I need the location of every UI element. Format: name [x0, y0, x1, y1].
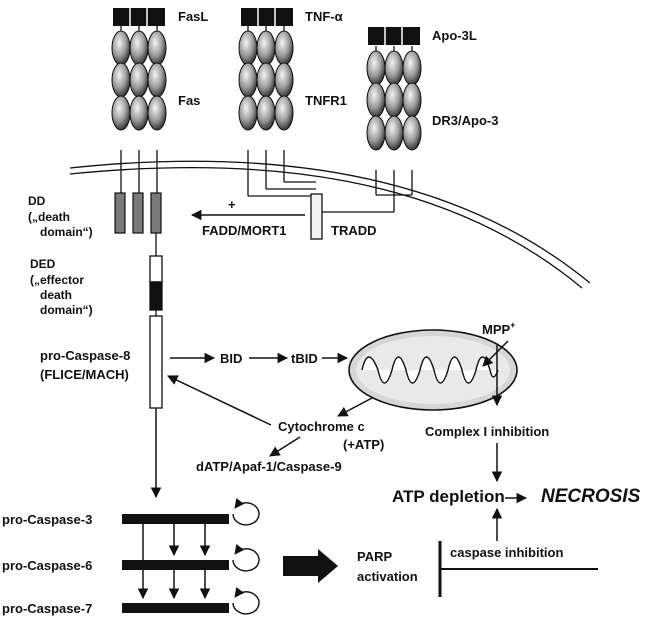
ded-label-line4: domain“) — [40, 303, 93, 317]
fasl-label: FasL — [178, 9, 208, 24]
tnfr1-receptor-domain — [256, 62, 276, 98]
atp-cofactor-label: (+ATP) — [343, 437, 384, 452]
dd-label: DD — [28, 194, 46, 208]
fas-receptor-domain — [129, 30, 149, 66]
tnfr1-receptor-domain — [274, 62, 294, 98]
tnfr1-label: TNFR1 — [305, 93, 347, 108]
fas-receptor-domain — [147, 30, 167, 66]
bid-label: BID — [220, 351, 242, 366]
ded-label-line2: („effector — [30, 273, 84, 287]
loop-arrow-icon — [232, 498, 260, 615]
plus-sign: + — [228, 197, 236, 212]
mpp-label: MPP+ — [482, 320, 515, 337]
fas-stalks — [120, 150, 158, 193]
death-domains — [114, 192, 162, 234]
cytochrome-c-label: Cytochrome c — [278, 419, 365, 434]
tnf-alpha-label: TNF-α — [305, 9, 343, 24]
mitochondrion-icon — [348, 329, 518, 411]
mpp-to-mito-arrow — [482, 340, 509, 367]
dr3-stalks — [322, 170, 413, 213]
dr3-receptor-domain — [384, 115, 404, 151]
parp-label: PARP — [357, 549, 392, 564]
caspase-inhibition-label: caspase inhibition — [450, 545, 563, 560]
tnfr1-receptor-domain — [238, 95, 258, 131]
tradd-box — [310, 193, 323, 240]
dr3-receptor-domain — [402, 50, 422, 86]
tnf-ligand — [241, 8, 293, 26]
tnfr1-receptor-domain — [256, 30, 276, 66]
apo3l-label: Apo-3L — [432, 28, 477, 43]
pro-caspase-3-label: pro-Caspase-3 — [2, 512, 92, 527]
tnfr1-receptor-domain — [274, 30, 294, 66]
tnfr1-receptor-domain — [238, 30, 258, 66]
tnfr1-receptor-domain — [238, 62, 258, 98]
fas-label: Fas — [178, 93, 200, 108]
dr3-receptor-domain — [402, 82, 422, 118]
fas-receptor-domain — [111, 30, 131, 66]
fas-receptor-domain — [129, 95, 149, 131]
necrosis-label: NECROSIS — [541, 486, 641, 507]
cell-membrane — [69, 160, 591, 289]
ded-label: DED — [30, 257, 56, 271]
fas-receptor-domain — [111, 62, 131, 98]
tnfr1-receptor-domain — [256, 95, 276, 131]
fadd-mort1-label: FADD/MORT1 — [202, 223, 287, 238]
big-arrow-icon — [283, 549, 338, 583]
dr3-receptor-domain — [366, 50, 386, 86]
atp-depletion-label: ATP depletion — [392, 487, 505, 506]
dr3-receptor-domain — [384, 50, 404, 86]
ded-label-line3: death — [40, 288, 72, 302]
dr3-receptor-domain — [402, 115, 422, 151]
apo3l-ligand — [368, 27, 420, 45]
pro-caspase-6-label: pro-Caspase-6 — [2, 558, 92, 573]
tradd-label: TRADD — [331, 223, 377, 238]
tnfr1-receptor-domain — [274, 95, 294, 131]
pro-caspase-8-label: pro-Caspase-8 — [40, 348, 130, 363]
complex-i-inhibition-label: Complex I inhibition — [425, 424, 549, 439]
cytc-to-casp8-arrow — [167, 375, 272, 426]
fas-receptor-domain — [129, 62, 149, 98]
dr3-receptor-domain — [366, 115, 386, 151]
pro-caspase-7-label: pro-Caspase-7 — [2, 601, 92, 616]
fas-receptor-domain — [147, 62, 167, 98]
fas-receptor-domain — [147, 95, 167, 131]
fas-receptor-domain — [111, 95, 131, 131]
dr3-apo3-label: DR3/Apo-3 — [432, 113, 498, 128]
caspase-bars — [122, 514, 229, 613]
dr3-receptor-domain — [384, 82, 404, 118]
apoptosome-label: dATP/Apaf-1/Caspase-9 — [196, 459, 342, 474]
tnfr1-stalks — [247, 150, 316, 197]
fasl-ligand — [113, 8, 165, 26]
dd-label-line2: („death — [28, 210, 70, 224]
flice-mach-label: (FLICE/MACH) — [40, 367, 129, 382]
fadd-ded-column — [149, 233, 163, 499]
caspase-activation-arrows — [137, 524, 211, 600]
tbid-label: tBID — [291, 351, 318, 366]
cytc-to-apoptosome-arrow — [269, 436, 301, 457]
mito-to-cytc-arrow — [337, 397, 373, 417]
receptor-domains — [111, 26, 422, 151]
parp-activation-label: activation — [357, 569, 418, 584]
dd-label-line3: domain“) — [40, 225, 93, 239]
dr3-receptor-domain — [366, 82, 386, 118]
